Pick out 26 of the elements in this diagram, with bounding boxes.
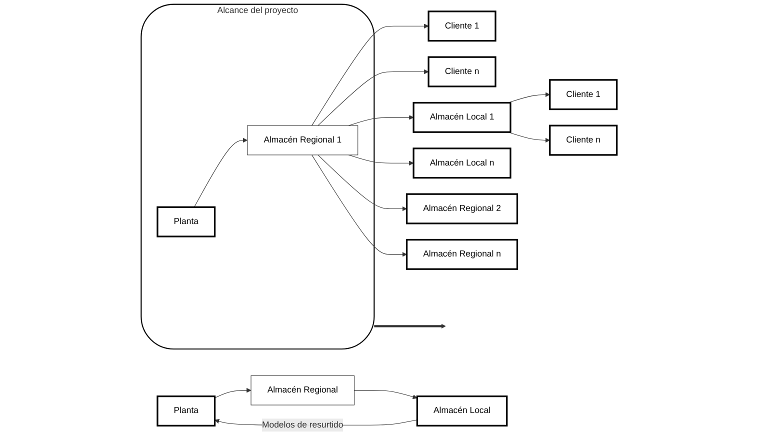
- arrow: [348, 154, 414, 166]
- node-box: Cliente 1: [428, 10, 496, 42]
- node-box: Almacén Regional 1: [247, 125, 358, 156]
- arrow: [214, 388, 252, 398]
- node-box: Planta: [156, 206, 216, 238]
- node-box: Cliente n: [428, 56, 496, 88]
- arrow: [312, 24, 429, 126]
- node-box: Planta: [156, 396, 216, 426]
- node-box: Cliente n: [549, 124, 618, 156]
- node-box: Almacén Regional 2: [406, 193, 518, 224]
- node-box: Almacén Regional n: [406, 238, 518, 270]
- arrow: [374, 324, 446, 329]
- arrow: [354, 390, 418, 400]
- arrow: [348, 115, 414, 126]
- arrow: [508, 132, 550, 143]
- arrow: [312, 154, 407, 257]
- arrow: [318, 69, 429, 126]
- node-box: Almacén Local: [416, 396, 508, 426]
- edge-label: Modelos de resurtido: [262, 420, 344, 430]
- arrow: [194, 138, 248, 208]
- node-box: Almacén Local n: [412, 148, 512, 179]
- node-box: Cliente 1: [549, 79, 618, 110]
- node-box: Almacén Regional: [250, 375, 354, 406]
- arrow: [318, 154, 407, 212]
- node-box: Almacén Local 1: [412, 102, 512, 133]
- arrow: [508, 92, 550, 104]
